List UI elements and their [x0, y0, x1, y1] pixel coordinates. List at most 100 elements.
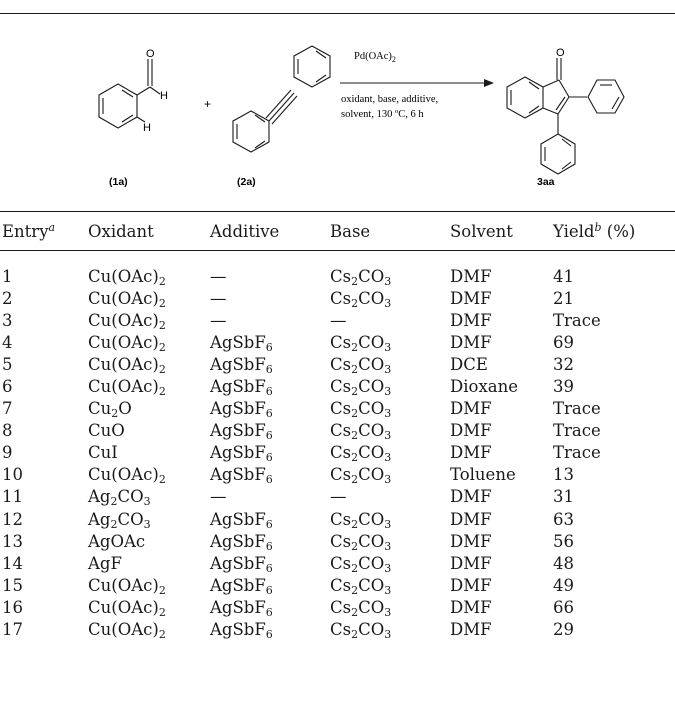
entry-cell: 15 — [2, 575, 23, 595]
top-rule — [0, 13, 675, 15]
solvent-cell: DMF — [450, 310, 492, 330]
yield-cell: 69 — [553, 332, 574, 352]
oxidant-cell: Cu2O — [88, 399, 132, 421]
solvent-cell: DMF — [450, 575, 492, 595]
entry-cell: 11 — [2, 487, 23, 507]
header-entry: Entrya — [2, 220, 56, 241]
product-label: 3aa — [537, 176, 555, 188]
entry-cell: 1 — [2, 266, 13, 286]
base-cell: Cs2CO3 — [330, 575, 392, 597]
oxidant-cell: CuO — [88, 421, 125, 441]
yield-cell: 31 — [553, 487, 574, 507]
header-row: Entrya Oxidant Additive Base Solvent Yie… — [0, 212, 675, 251]
diphenylacetylene-structure — [232, 45, 331, 153]
entry-cell: 8 — [2, 421, 13, 441]
header-yield: Yieldb (%) — [553, 220, 636, 241]
oxidant-cell: Cu(OAc)2 — [88, 354, 166, 376]
additive-cell: — — [210, 487, 227, 507]
additive-cell: AgSbF6 — [210, 421, 273, 443]
base-cell: Cs2CO3 — [330, 399, 392, 421]
additive-cell: AgSbF6 — [210, 399, 273, 421]
header-base: Base — [330, 221, 371, 241]
base-cell: Cs2CO3 — [330, 509, 392, 531]
solvent-cell: DMF — [450, 597, 492, 617]
reactant1-label: (1a) — [109, 176, 128, 188]
additive-cell: AgSbF6 — [210, 509, 273, 531]
plus-sign: + — [204, 97, 211, 111]
additive-cell: — — [210, 288, 227, 308]
base-cell: Cs2CO3 — [330, 531, 392, 553]
yield-cell: Trace — [553, 443, 601, 463]
additive-cell: AgSbF6 — [210, 332, 273, 354]
yield-cell: 32 — [553, 354, 574, 374]
solvent-cell: DMF — [450, 421, 492, 441]
oxidant-cell: CuI — [88, 443, 118, 463]
table-top-rule — [0, 211, 675, 213]
solvent-cell: DMF — [450, 266, 492, 286]
atom-o-label: O — [556, 47, 565, 59]
oxidant-cell: Ag2CO3 — [88, 509, 151, 531]
yield-cell: 39 — [553, 377, 574, 397]
conditions-line-2: solvent, 130 ºC, 6 h — [341, 109, 424, 120]
yield-cell: Trace — [553, 399, 601, 419]
additive-cell: AgSbF6 — [210, 597, 273, 619]
yield-cell: 56 — [553, 531, 574, 551]
entry-cell: 3 — [2, 310, 13, 330]
solvent-cell: DMF — [450, 443, 492, 463]
additive-cell: AgSbF6 — [210, 354, 273, 376]
yield-cell: 63 — [553, 509, 574, 529]
yield-cell: 49 — [553, 575, 574, 595]
base-cell: Cs2CO3 — [330, 421, 392, 443]
yield-cell: 41 — [553, 266, 574, 286]
oxidant-cell: Cu(OAc)2 — [88, 620, 166, 642]
additive-cell: AgSbF6 — [210, 531, 273, 553]
oxidant-cell: Cu(OAc)2 — [88, 597, 166, 619]
additive-cell: — — [210, 310, 227, 330]
reactant2-label: (2a) — [237, 176, 256, 188]
base-cell: Cs2CO3 — [330, 266, 392, 288]
base-cell: Cs2CO3 — [330, 377, 392, 399]
base-cell: Cs2CO3 — [330, 443, 392, 465]
oxidant-cell: Cu(OAc)2 — [88, 575, 166, 597]
table-row: 9 CuI AgSbF6 Cs2CO3 DMF Trace — [0, 442, 675, 464]
solvent-cell: DMF — [450, 332, 492, 352]
indenone-structure — [506, 58, 625, 175]
oxidant-cell: Cu(OAc)2 — [88, 377, 166, 399]
entry-cell: 10 — [2, 465, 23, 485]
additive-cell: AgSbF6 — [210, 443, 273, 465]
additive-cell: AgSbF6 — [210, 620, 273, 642]
benzaldehyde-structure — [98, 59, 161, 129]
oxidant-cell: Cu(OAc)2 — [88, 465, 166, 487]
base-cell: — — [330, 487, 347, 507]
base-cell: — — [330, 310, 347, 330]
oxidant-cell: Cu(OAc)2 — [88, 332, 166, 354]
solvent-cell: DCE — [450, 354, 488, 374]
solvent-cell: DMF — [450, 399, 492, 419]
additive-cell: AgSbF6 — [210, 553, 273, 575]
solvent-cell: DMF — [450, 531, 492, 551]
entry-cell: 9 — [2, 443, 13, 463]
yield-cell: 66 — [553, 597, 574, 617]
entry-cell: 17 — [2, 620, 23, 640]
entry-cell: 16 — [2, 597, 23, 617]
reaction-scheme: O H H + O Pd(OAc)2 oxidant, base, additi… — [98, 45, 625, 188]
oxidant-cell: Cu(OAc)2 — [88, 288, 166, 310]
yield-cell: 29 — [553, 620, 574, 640]
header-oxidant: Oxidant — [88, 221, 154, 241]
atom-h-label: H — [160, 90, 168, 102]
solvent-cell: Toluene — [450, 465, 516, 485]
solvent-cell: DMF — [450, 288, 492, 308]
base-cell: Cs2CO3 — [330, 620, 392, 642]
